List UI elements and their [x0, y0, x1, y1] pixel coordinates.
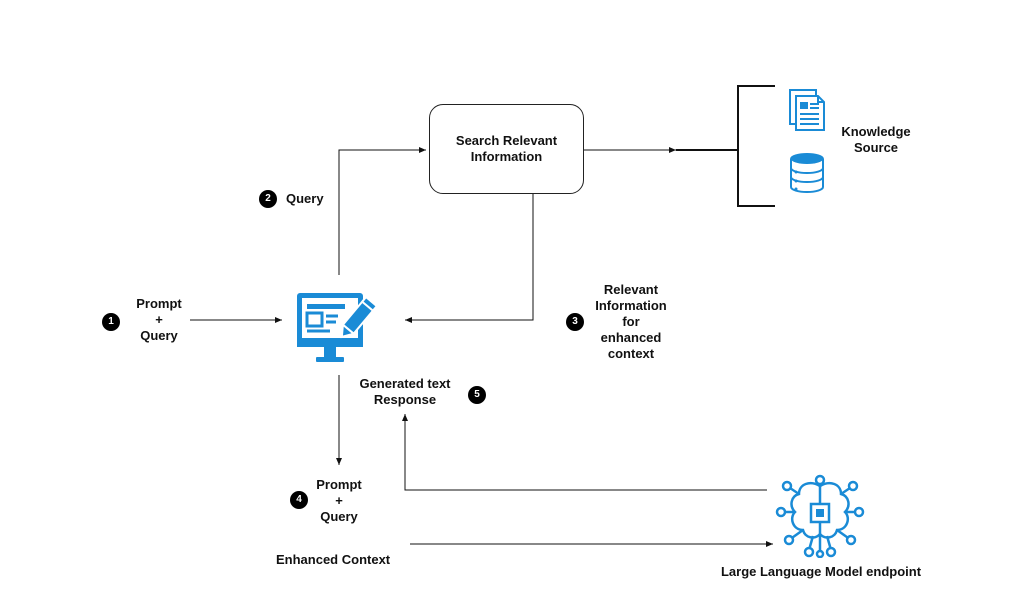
document-icon: [789, 89, 825, 131]
llm-endpoint-label: Large Language Model endpoint: [720, 564, 922, 579]
search-box-line1: Search Relevant: [455, 133, 558, 148]
knowledge-source-label: Knowledge Source: [841, 124, 911, 155]
step-3-badge: 3: [566, 313, 584, 331]
step-1-badge: 1: [102, 313, 120, 331]
step-3-label: Relevant Information for enhanced contex…: [595, 282, 667, 361]
arrow-info-to-app: [405, 194, 534, 323]
search-relevant-information-box: Search Relevant Information: [429, 104, 584, 194]
ai-brain-icon: [775, 474, 865, 558]
step-5-label: Generated text Response: [359, 376, 451, 407]
search-box-line2: Information: [470, 149, 543, 164]
step-1-label: Prompt + Query: [136, 296, 182, 343]
step-2-label: Query: [286, 191, 324, 206]
arrow-llm-to-response: [402, 414, 767, 491]
enhanced-context-label: Enhanced Context: [276, 552, 391, 567]
step-2-badge: 2: [259, 190, 277, 208]
computer-edit-icon: [297, 293, 379, 362]
arrow-query-to-search: [338, 147, 426, 275]
knowledge-bracket: [737, 85, 775, 207]
step-5-badge: 5: [468, 386, 486, 404]
database-icon: [790, 153, 824, 193]
step-4-badge: 4: [290, 491, 308, 509]
step-4-label: Prompt + Query: [316, 477, 362, 524]
